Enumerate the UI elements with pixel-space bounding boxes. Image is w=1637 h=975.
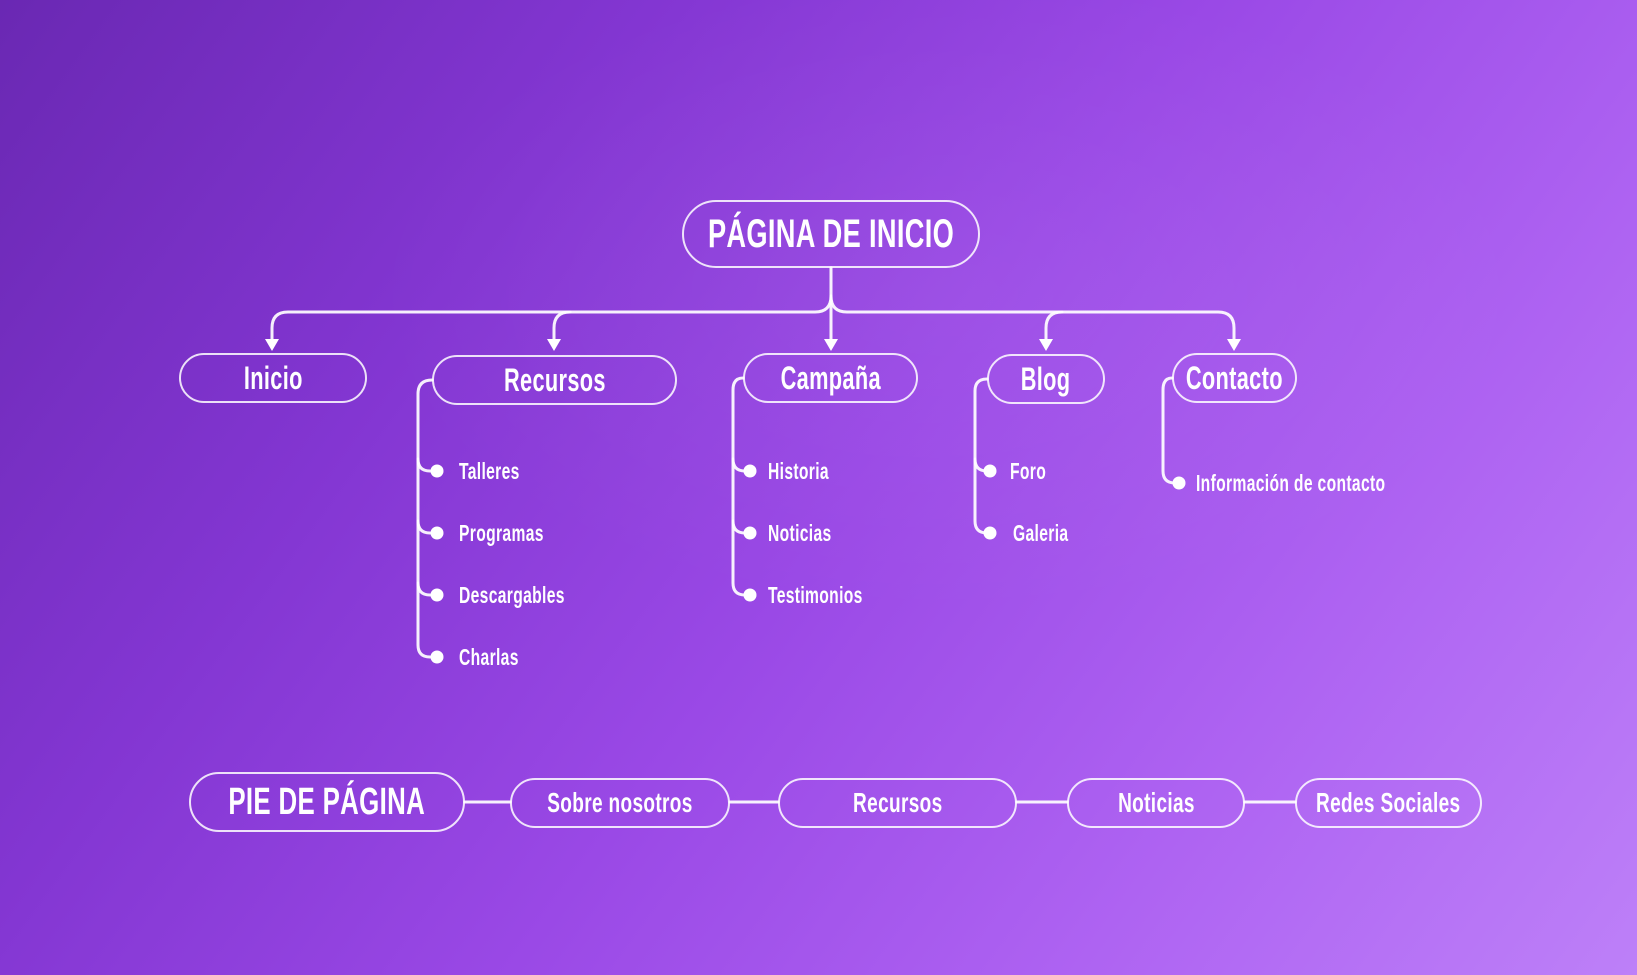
node-pagina-de-inicio[interactable]: PÁGINA DE INICIO [682, 200, 980, 268]
node-pagina-de-inicio-label: PÁGINA DE INICIO [707, 211, 955, 256]
node-historia-label: Historia [768, 457, 829, 484]
node-programas-label: Programas [459, 519, 544, 546]
node-contacto[interactable]: Contacto [1172, 353, 1297, 403]
node-informacion-de-contacto[interactable]: Información de contacto [1196, 469, 1475, 497]
node-galeria[interactable]: Galeria [1013, 519, 1095, 547]
node-testimonios[interactable]: Testimonios [768, 581, 907, 609]
node-blog[interactable]: Blog [987, 354, 1105, 404]
node-sobre-nosotros[interactable]: Sobre nosotros [510, 778, 730, 828]
node-galeria-label: Galeria [1013, 519, 1069, 546]
node-campana[interactable]: Campaña [743, 353, 918, 403]
node-footer-noticias-label: Noticias [1117, 787, 1195, 818]
node-charlas[interactable]: Charlas [459, 643, 547, 671]
node-charlas-label: Charlas [459, 643, 519, 670]
node-recursos[interactable]: Recursos [432, 355, 677, 405]
node-recursos-label: Recursos [503, 361, 606, 398]
node-blog-label: Blog [1021, 360, 1071, 397]
node-foro-label: Foro [1010, 457, 1047, 484]
bullet-dots [430, 464, 1186, 664]
node-redes-sociales-label: Redes Sociales [1316, 787, 1461, 818]
node-footer-noticias[interactable]: Noticias [1067, 778, 1245, 828]
node-descargables[interactable]: Descargables [459, 581, 615, 609]
node-inicio[interactable]: Inicio [179, 353, 367, 403]
node-footer-recursos-label: Recursos [852, 787, 943, 818]
node-historia[interactable]: Historia [768, 457, 858, 485]
node-pie-de-pagina[interactable]: PIE DE PÁGINA [189, 772, 465, 832]
node-noticias[interactable]: Noticias [768, 519, 861, 547]
node-pie-de-pagina-label: PIE DE PÁGINA [228, 780, 426, 823]
node-sobre-nosotros-label: Sobre nosotros [547, 787, 693, 818]
node-campana-label: Campaña [780, 359, 881, 396]
arrowhead-icons [265, 339, 1241, 351]
node-descargables-label: Descargables [459, 581, 565, 608]
node-inicio-label: Inicio [243, 359, 303, 396]
node-programas[interactable]: Programas [459, 519, 584, 547]
node-foro[interactable]: Foro [1010, 457, 1063, 485]
node-footer-recursos[interactable]: Recursos [778, 778, 1017, 828]
node-talleres[interactable]: Talleres [459, 457, 548, 485]
node-redes-sociales[interactable]: Redes Sociales [1295, 778, 1482, 828]
node-testimonios-label: Testimonios [768, 581, 863, 608]
node-informacion-de-contacto-label: Información de contacto [1196, 469, 1386, 496]
node-noticias-label: Noticias [768, 519, 832, 546]
node-talleres-label: Talleres [459, 457, 520, 484]
node-contacto-label: Contacto [1185, 359, 1284, 396]
